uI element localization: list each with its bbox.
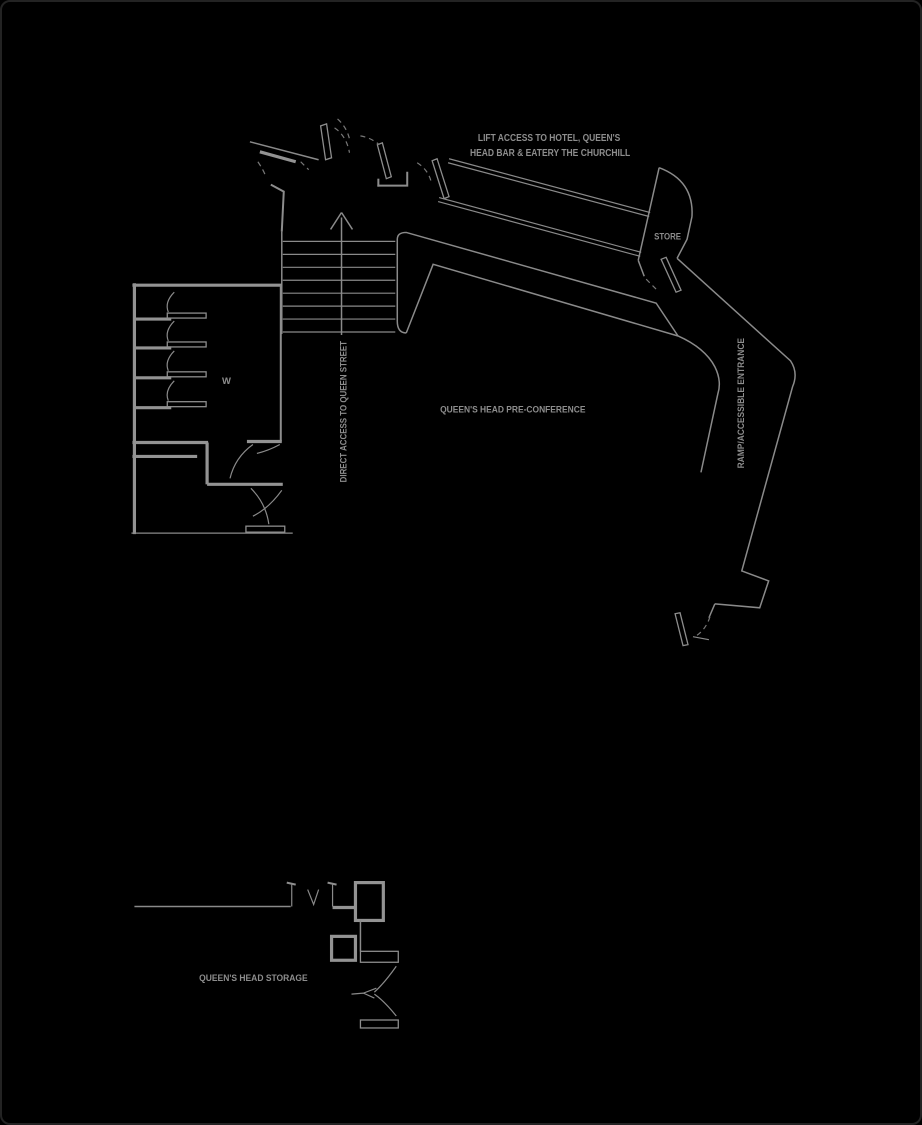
label-pre-conference: QUEEN'S HEAD PRE-CONFERENCE [440,405,585,416]
door-swing-tick [692,636,710,641]
wall-segment [359,1019,399,1029]
door-swing-arc [373,965,397,993]
wall-corner [270,183,285,232]
ramp-wall-end [708,603,716,619]
door-leaf-icon [319,123,333,161]
door-swing-arc [694,616,711,638]
column [329,934,358,962]
door-leaf-icon [660,256,682,294]
corridor-wall [448,158,651,214]
stall-door-leaf-icon [166,401,207,408]
wall-segment [359,950,399,963]
door-swing-arc [256,443,281,455]
door-swing-arc [257,161,267,177]
door-direction-arrow-icon [351,987,377,999]
label-lift-access-line1: LIFT ACCESS TO HOTEL, QUEEN'S [478,133,620,144]
door-jamb-flag [286,881,296,886]
corridor-wall [447,162,650,218]
door-swing-arc [416,162,432,182]
lift-access-corridor [437,158,651,257]
label-storage: QUEEN'S HEAD STORAGE [199,973,308,984]
stall-door-swing [166,380,175,401]
walkway-guard-wall [396,231,679,337]
staircase [281,212,396,335]
corridor-wall [437,200,641,257]
stall-door-swing [166,320,175,342]
store-room [637,167,693,294]
door-swing-arc [645,278,657,290]
door-swing-arc [337,118,351,139]
wc-block [131,283,293,535]
guard-wall-inner [405,263,679,337]
door-sill [245,525,286,533]
stall-door-leaf-icon [166,312,207,319]
door-leaf-icon [431,157,450,200]
door-swing-arc [250,487,270,525]
door-swing-arc [374,993,397,1017]
stall-door-swing [166,350,175,372]
ramp-outer-wall [676,257,796,609]
stall-door-swing [166,291,175,313]
door-swing-arc [300,161,310,171]
door-swing-arc [360,135,380,146]
store-curved-wall [658,167,693,217]
entrance-wall-band [259,150,297,164]
door-swing-arc [334,127,351,153]
stall-door-leaf-icon [166,371,207,378]
store-wall [637,167,660,261]
entrance-wall [249,141,319,161]
door-swing-arc [252,489,283,517]
ramp-accessible-entrance [674,257,796,647]
ramp-inner-wall [677,335,721,473]
guard-wall-cap [396,321,407,334]
up-arrow-head-icon [329,212,354,230]
stall-door-leaf-icon [166,341,207,348]
label-ramp-entrance: RAMP/ACCESSIBLE ENTRANCE [736,338,746,468]
store-wall [637,260,645,277]
column [353,881,385,923]
street-entrance-doors [249,118,450,232]
store-wall [676,216,693,259]
label-store: STORE [654,231,681,241]
corridor-wall [438,197,642,253]
door-leaf-icon [674,612,689,647]
wall-corner [377,171,409,187]
storage-fragment [134,881,399,1029]
label-wc: W [222,376,231,387]
guard-wall-outer [396,231,679,337]
door-jamb-flag [327,881,337,886]
plan-labels: LIFT ACCESS TO HOTEL, QUEEN'S HEAD BAR &… [199,133,746,984]
door-leaf-icon [376,141,393,180]
door-direction-arrow-icon [307,889,320,907]
door-swing-arc [229,444,254,479]
label-lift-access-line2: HEAD BAR & EATERY THE CHURCHILL [470,148,631,159]
label-direct-access: DIRECT ACCESS TO QUEEN STREET [338,340,348,482]
